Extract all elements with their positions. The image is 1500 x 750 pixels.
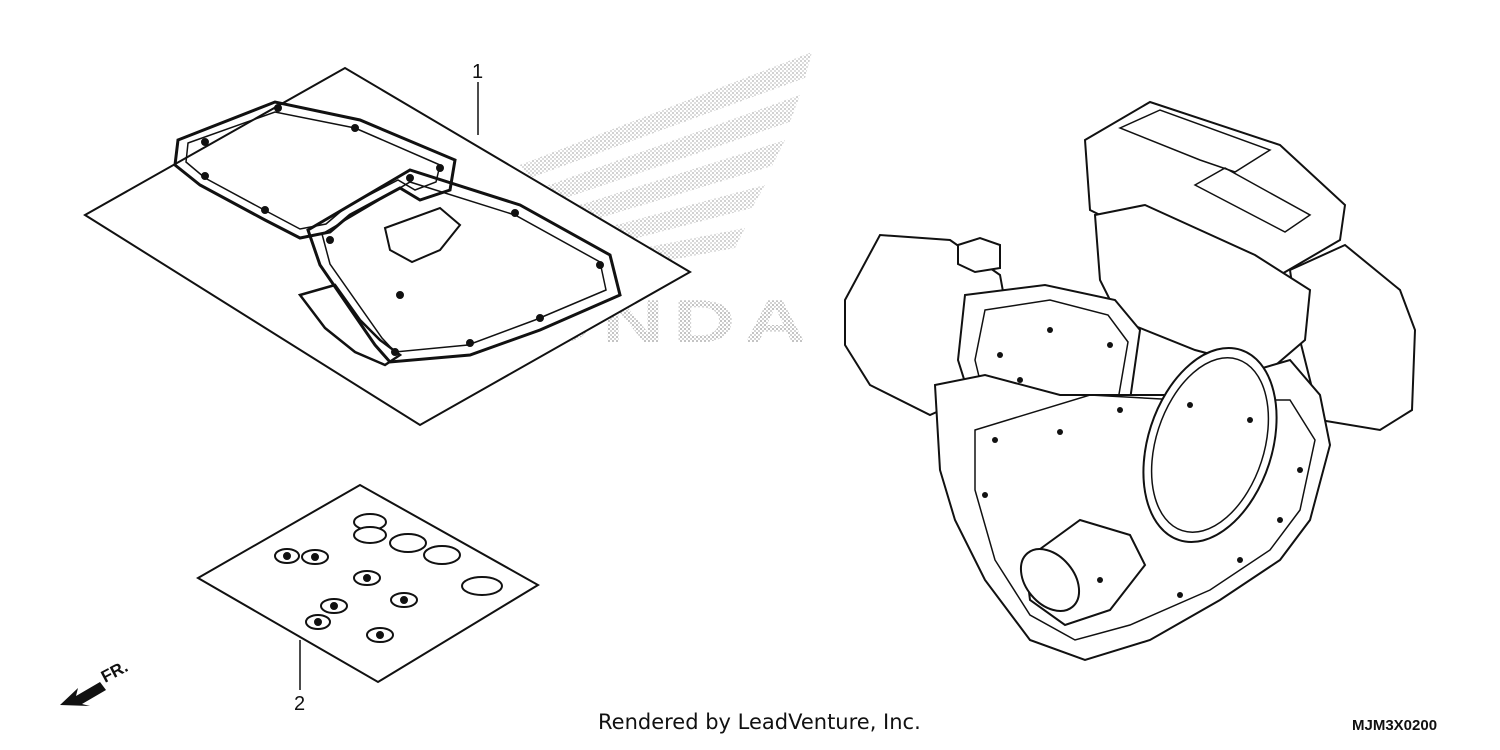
seal-kit	[195, 483, 540, 684]
callout-1: 1	[472, 61, 483, 83]
gasket-kit-a	[83, 66, 692, 427]
callout-2: 2	[294, 693, 305, 715]
front-direction-label: FR.	[98, 657, 131, 687]
credit-text: Rendered by LeadVenture, Inc.	[598, 710, 921, 734]
arrow-down-left-icon	[60, 682, 106, 706]
engine-assembly-icon	[844, 100, 1417, 662]
diagram-code: MJM3X0200	[1352, 717, 1438, 734]
wing-logo-icon	[520, 52, 812, 276]
